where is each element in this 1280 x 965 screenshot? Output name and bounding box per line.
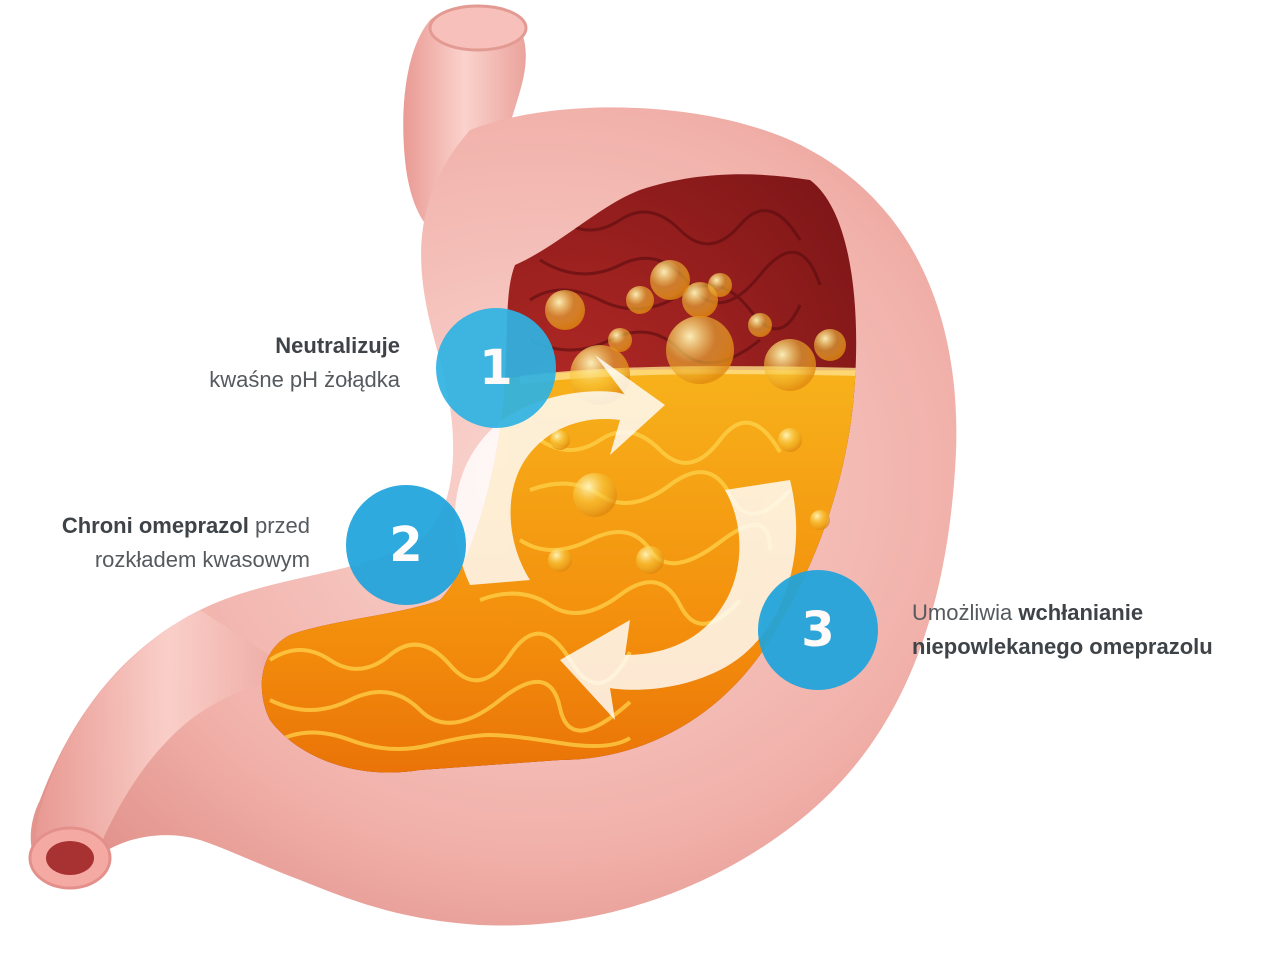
step-1-bold: Neutralizuje <box>275 333 400 358</box>
step-1-label: Neutralizuje kwaśne pH żołądka <box>40 329 400 397</box>
step-1-badge: 1 <box>436 308 556 428</box>
step-3-bold-line2: niepowlekanego omeprazolu <box>912 634 1213 659</box>
step-2-badge: 2 <box>346 485 466 605</box>
step-3-badge: 3 <box>758 570 878 690</box>
cycle-arrows-icon <box>454 355 797 720</box>
step-1-text: kwaśne pH żołądka <box>209 367 400 392</box>
step-3-label: Umożliwia wchłanianie niepowlekanego ome… <box>912 596 1280 664</box>
bubble-icon <box>545 260 846 574</box>
step-3-text: Umożliwia <box>912 600 1019 625</box>
step-1-number: 1 <box>479 340 513 396</box>
step-2-bold: Chroni omeprazol <box>61 513 249 538</box>
step-2-text-line2: rozkładem kwasowym <box>94 547 310 572</box>
step-3-bold: wchłanianie <box>1018 600 1144 625</box>
step-2-text: przed <box>248 513 310 538</box>
esophagus <box>403 6 526 242</box>
step-2-label: Chroni omeprazol przed rozkładem kwasowy… <box>0 509 310 577</box>
step-2-number: 2 <box>389 517 423 573</box>
step-3-number: 3 <box>801 602 835 658</box>
